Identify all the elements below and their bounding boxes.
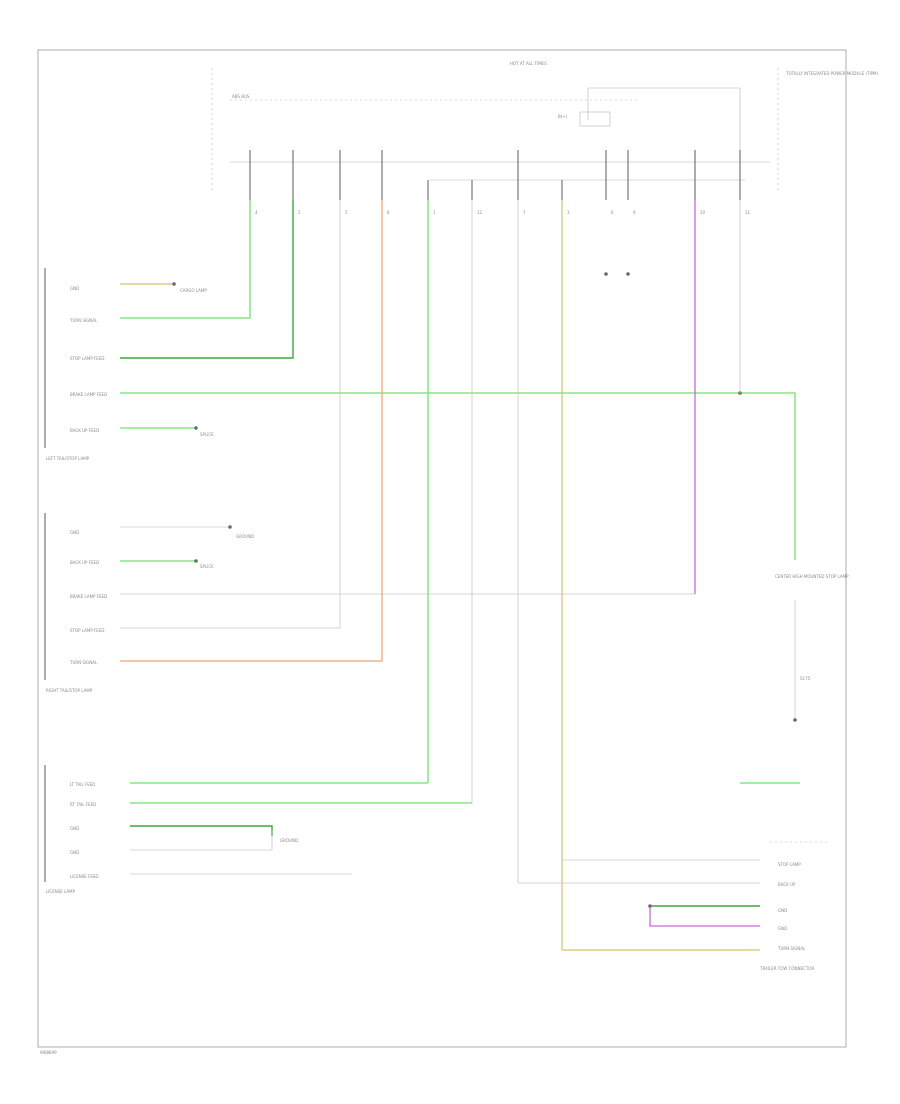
left-turn-wire (120, 200, 251, 319)
pin-11: 10 (700, 210, 706, 215)
left-row-1: GND (70, 286, 79, 291)
center-stop-note: S175 (800, 676, 811, 681)
right-gnd-point (228, 525, 232, 529)
right-conn-row-4: GND (778, 926, 787, 931)
right-note-2: SPLICE (200, 564, 214, 569)
lic-note: GROUND (280, 838, 298, 843)
pin-9: 6 (611, 210, 614, 215)
pin-10: 9 (633, 210, 636, 215)
right-lamp-name: RIGHT TAIL/STOP LAMP (46, 688, 93, 693)
pin-3: 5 (345, 210, 348, 215)
lic-row-3: GND (70, 826, 79, 831)
lic-row-1: LT TAIL FEED (70, 782, 95, 787)
top-title: HOT AT ALL TIMES (510, 61, 547, 66)
pin-6: 12 (477, 210, 483, 215)
right-row-1: GND (70, 530, 79, 535)
pin-12: 11 (745, 210, 751, 215)
relay-label: B(+) (558, 114, 568, 119)
conn-gnd-point (648, 904, 652, 908)
conn-violet-wire (649, 906, 760, 927)
right-conn-row-5: TURN SIGNAL (777, 946, 806, 951)
right-turn-wire (120, 200, 383, 662)
pin10-ground (626, 272, 630, 276)
right-conn-name: TRAILER TOW CONNECTOR (759, 966, 814, 971)
pin-5: 1 (433, 210, 436, 215)
left-note-1: CARGO LAMP (180, 288, 207, 293)
left-stop-wire (120, 200, 294, 359)
right-row-5: TURN SIGNAL (69, 660, 98, 665)
lic-row-5: LICENSE FEED (70, 874, 99, 879)
right-backup-point (194, 559, 198, 563)
pin9-ground (604, 272, 608, 276)
left-row-2: TURN SIGNAL (69, 318, 98, 323)
center-stop-name: CENTER HIGH MOUNTED STOP LAMP (775, 574, 849, 579)
bus-label: ABS BUS (232, 94, 250, 99)
left-gnd-point (172, 282, 176, 286)
pin-8: 3 (567, 210, 570, 215)
diagram-frame (37, 49, 847, 1048)
pin-7: 7 (523, 210, 526, 215)
left-row-3: STOP LAMP FEED (70, 356, 104, 361)
right-conn-row-2: BACK UP (778, 882, 796, 887)
relay-box (579, 111, 611, 127)
left-note-2: SPLICE (200, 432, 214, 437)
center-stop-ground (793, 718, 797, 722)
module-side-note: TOTALLY INTEGRATED POWER MODULE (TIPM) (785, 71, 878, 76)
lic-gnd-wire-1 (130, 825, 273, 836)
left-lamp-name: LEFT TAIL/STOP LAMP (46, 456, 90, 461)
right-row-3: BRAKE LAMP FEED (70, 594, 107, 599)
left-row-5: BACK UP FEED (70, 428, 99, 433)
left-brake-wire (120, 392, 796, 560)
pin-4: 8 (387, 210, 390, 215)
pin-2: 2 (298, 210, 301, 215)
lic-row-2: RT TAIL FEED (70, 802, 96, 807)
lic-row-4: GND (70, 850, 79, 855)
footer-code: W88899 (40, 1050, 57, 1055)
right-note-1: GROUND (236, 534, 254, 539)
right-conn-row-3: GND (778, 908, 787, 913)
lic-lamp-name: LICENSE LAMP (46, 889, 76, 894)
left-row-4: BRAKE LAMP FEED (70, 392, 107, 397)
pin-stubs (249, 150, 741, 200)
right-conn-row-1: STOP LAMP (778, 862, 801, 867)
right-row-4: STOP LAMP FEED (70, 628, 104, 633)
relay-feed (587, 87, 741, 160)
pin-1: 4 (255, 210, 258, 215)
right-row-2: BACK UP FEED (70, 560, 99, 565)
left-backup-point (194, 426, 198, 430)
